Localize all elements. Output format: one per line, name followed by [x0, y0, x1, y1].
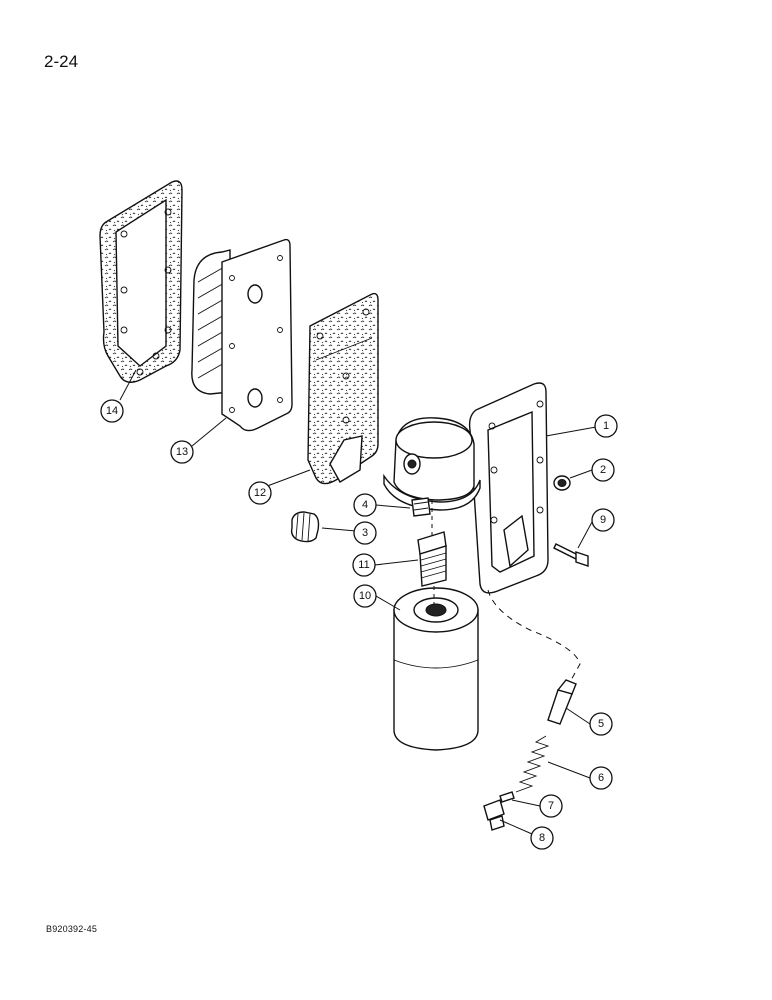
plug-8 — [483, 799, 505, 831]
callout-label: 8 — [539, 832, 545, 844]
gasket-14 — [99, 180, 183, 383]
threaded-nipple-11 — [417, 531, 447, 587]
callout-11: 11 — [352, 553, 376, 577]
page-number: 2-24 — [44, 52, 79, 71]
callout-6: 6 — [589, 766, 613, 790]
callout-label: 2 — [600, 464, 606, 476]
plug-4 — [411, 497, 431, 517]
callout-7: 7 — [539, 794, 563, 818]
gasket-12 — [307, 292, 379, 485]
callout-10: 10 — [353, 584, 377, 608]
callout-label: 10 — [359, 590, 371, 602]
callout-label: 5 — [598, 718, 604, 730]
callout-13: 13 — [170, 440, 194, 464]
filter-10 — [393, 587, 479, 751]
callout-label: 9 — [600, 514, 606, 526]
fitting-3 — [290, 511, 320, 543]
bolt-9 — [553, 543, 589, 567]
callout-label: 12 — [254, 487, 266, 499]
callout-2: 2 — [591, 458, 615, 482]
callout-14: 14 — [100, 399, 124, 423]
spring-6 — [515, 735, 550, 793]
callout-label: 6 — [598, 772, 604, 784]
callout-12: 12 — [248, 481, 272, 505]
callout-1: 1 — [594, 414, 618, 438]
callout-label: 1 — [603, 420, 609, 432]
callout-label: 13 — [176, 446, 188, 458]
bypass-valve-5 — [547, 679, 577, 725]
callout-label: 7 — [548, 800, 554, 812]
callout-label: 3 — [362, 527, 368, 539]
callout-label: 4 — [362, 499, 368, 511]
callout-5: 5 — [589, 712, 613, 736]
oil-cooler-13 — [191, 238, 293, 432]
callout-3: 3 — [353, 521, 377, 545]
callout-label: 14 — [106, 405, 118, 417]
callout-8: 8 — [530, 826, 554, 850]
filter-head-1 — [383, 382, 549, 594]
callout-4: 4 — [353, 493, 377, 517]
callout-9: 9 — [591, 508, 615, 532]
callout-label: 11 — [358, 559, 369, 571]
washer-7 — [499, 791, 515, 803]
plug-2 — [553, 475, 571, 491]
figure-code: B920392-45 — [46, 924, 98, 934]
